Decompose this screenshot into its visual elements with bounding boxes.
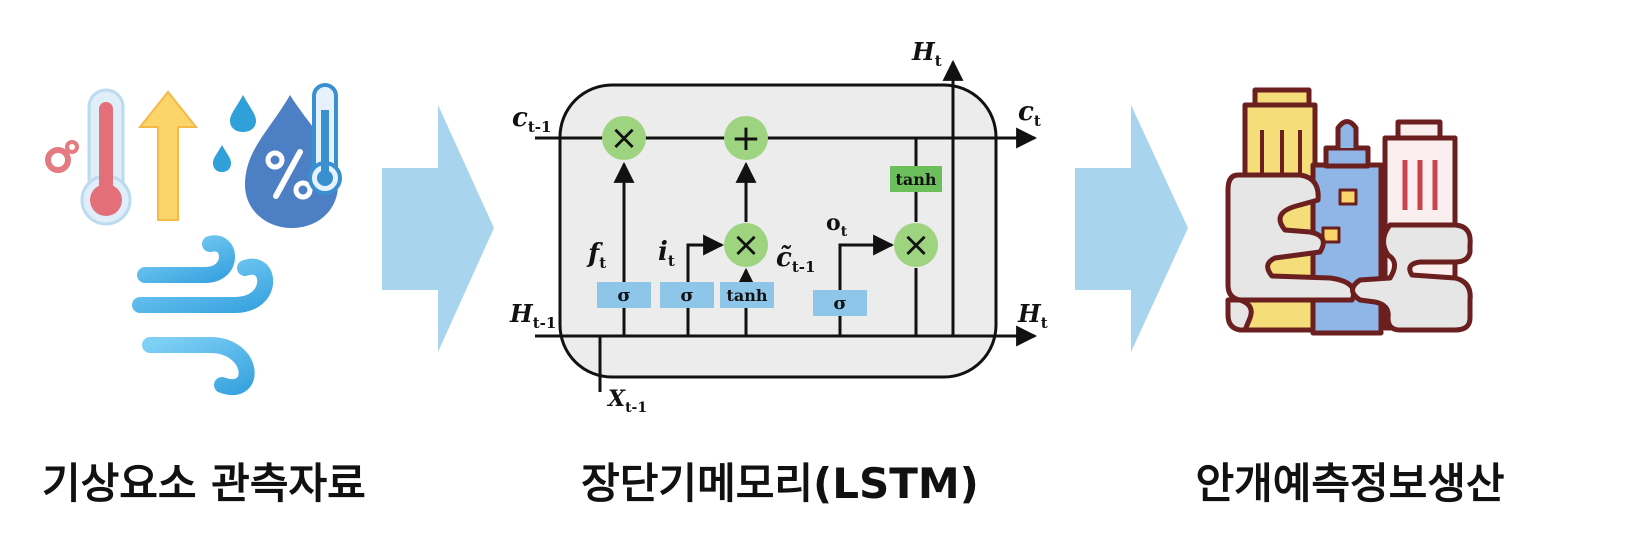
flow-arrow-1 xyxy=(382,105,494,352)
humidity-drop-icon xyxy=(213,83,342,228)
svg-text:σ: σ xyxy=(833,293,846,314)
model-caption: 장단기메모리(LSTM) xyxy=(581,459,979,508)
output-caption: 안개예측정보생산 xyxy=(1195,459,1505,508)
input-multiply-node: × xyxy=(724,223,768,267)
input-gate-sigma: σ xyxy=(660,282,714,308)
forget-multiply-node: × xyxy=(602,116,646,160)
wind-icon xyxy=(132,235,274,395)
output-multiply-node: × xyxy=(894,223,938,267)
svg-text:σ: σ xyxy=(680,285,693,306)
lstm-cell: × + × × σ σ tanh σ xyxy=(509,37,1048,416)
output-gate-sigma: σ xyxy=(813,290,867,316)
c-next-label: ct xyxy=(1018,97,1041,130)
flow-arrow-2 xyxy=(1075,105,1188,352)
add-node: + xyxy=(724,116,768,160)
output-tanh: tanh xyxy=(890,166,942,192)
output-gate-label: ot xyxy=(826,210,848,240)
svg-text:×: × xyxy=(732,225,761,265)
input-caption: 기상요소 관측자료 xyxy=(42,459,366,508)
city-fog-icon xyxy=(1225,87,1473,336)
x-input-label: Xt-1 xyxy=(606,386,647,416)
svg-text:tanh: tanh xyxy=(895,170,936,189)
h-top-label: Ht xyxy=(911,37,942,70)
input-gate-label: it xyxy=(658,237,675,270)
svg-text:σ: σ xyxy=(617,285,630,306)
svg-text:×: × xyxy=(610,118,639,158)
svg-text:×: × xyxy=(902,225,931,265)
arrow-up-icon xyxy=(137,90,199,221)
forget-gate-label: ft xyxy=(586,239,606,272)
thermometer-icon xyxy=(45,88,132,226)
svg-text:tanh: tanh xyxy=(726,286,767,305)
candidate-tanh: tanh xyxy=(720,282,774,308)
c-prev-label: ct-1 xyxy=(512,103,551,136)
candidate-label: c̃t-1 xyxy=(776,243,815,276)
h-next-label: Ht xyxy=(1017,299,1048,332)
svg-text:+: + xyxy=(731,118,761,159)
forget-gate-sigma: σ xyxy=(597,282,651,308)
h-prev-label: Ht-1 xyxy=(509,299,556,332)
